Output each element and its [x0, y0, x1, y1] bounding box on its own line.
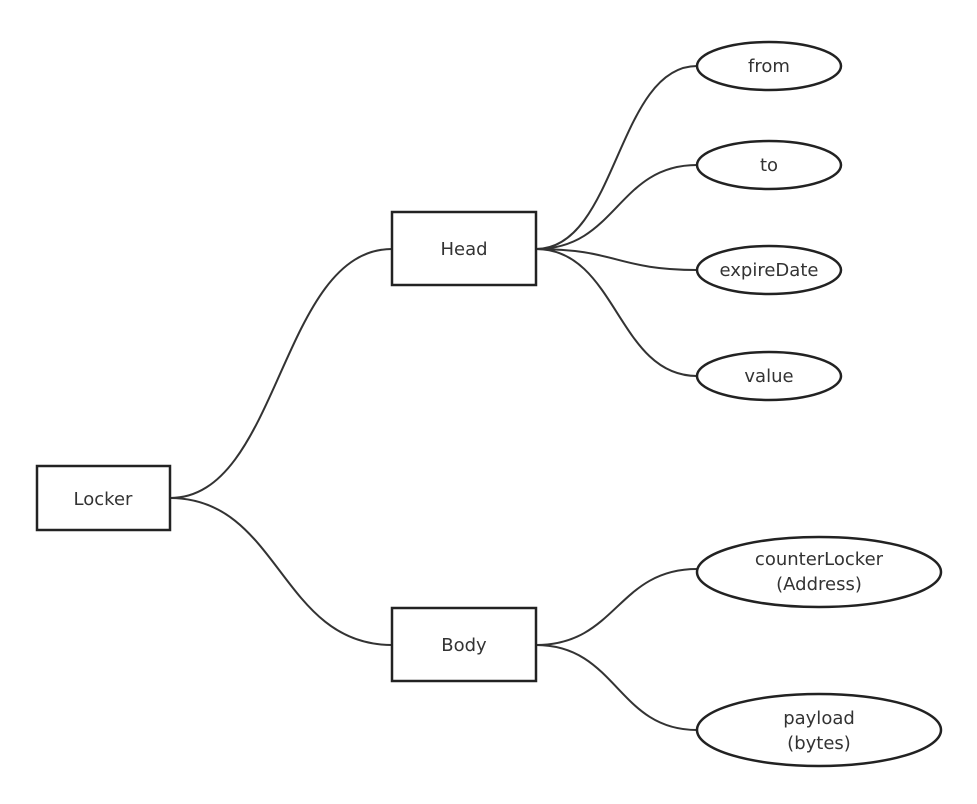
node-value-label: value	[744, 366, 793, 387]
node-value[interactable]: value	[695, 350, 843, 402]
node-counterlocker-label-line1: counterLocker	[755, 549, 884, 570]
node-expiredate-ellipse	[695, 244, 843, 296]
node-counterlocker-label-line2: (Address)	[776, 574, 862, 595]
node-payload-label-line1: payload	[783, 708, 855, 729]
node-payload-label-line2: (bytes)	[787, 733, 851, 754]
node-expiredate-label: expireDate	[720, 260, 819, 281]
node-to-label: to	[760, 155, 778, 176]
node-head-box	[390, 210, 538, 287]
node-body-label: Body	[441, 635, 487, 656]
node-body-box	[390, 606, 538, 683]
node-head[interactable]: Head	[390, 210, 538, 287]
node-from[interactable]: from	[695, 40, 843, 92]
edge-head-expiredate	[535, 248, 698, 271]
node-from-label: from	[748, 56, 790, 77]
node-payload-ellipse	[695, 692, 943, 768]
node-payload[interactable]: payload (bytes)	[695, 692, 943, 768]
node-value-ellipse	[695, 350, 843, 402]
node-to-ellipse	[695, 139, 843, 191]
node-locker-box	[35, 464, 172, 532]
edge-body-counterlocker	[535, 568, 698, 646]
edge-locker-body	[169, 497, 393, 646]
connectors	[169, 65, 698, 731]
edge-head-value	[535, 248, 698, 377]
node-head-label: Head	[440, 239, 487, 260]
edge-locker-head	[169, 248, 393, 499]
node-from-ellipse	[695, 40, 843, 92]
node-locker[interactable]: Locker	[35, 464, 172, 532]
node-counterlocker[interactable]: counterLocker (Address)	[695, 535, 943, 609]
edge-head-to	[535, 164, 698, 250]
node-locker-label: Locker	[74, 489, 133, 510]
edge-head-from	[535, 65, 698, 250]
node-counterlocker-ellipse	[695, 535, 943, 609]
edge-body-payload	[535, 644, 698, 731]
node-expiredate[interactable]: expireDate	[695, 244, 843, 296]
node-to[interactable]: to	[695, 139, 843, 191]
node-body[interactable]: Body	[390, 606, 538, 683]
